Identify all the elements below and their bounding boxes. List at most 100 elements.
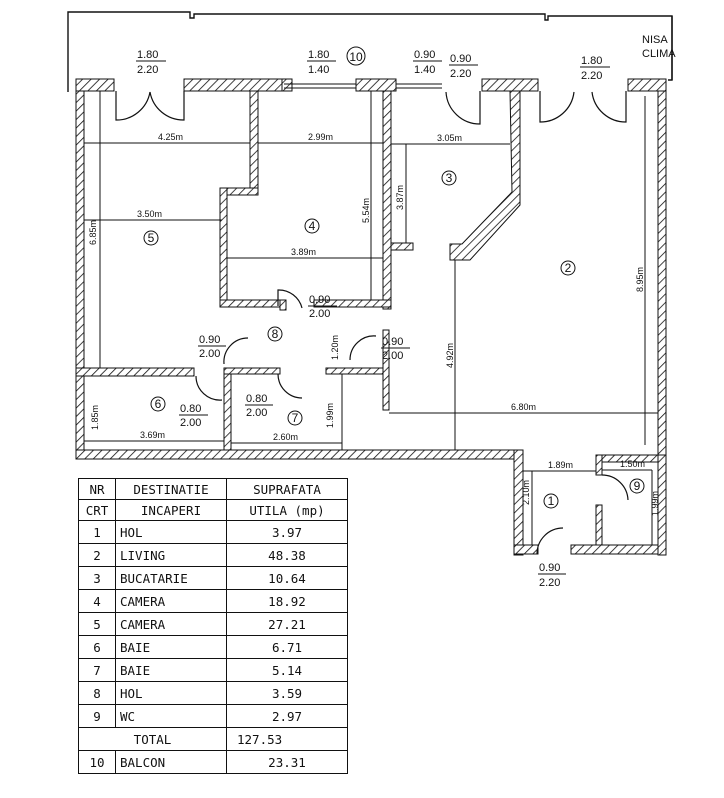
header-area: SUPRAFATA: [226, 478, 348, 500]
dimension-label: 1.20m: [330, 335, 340, 360]
opening-width: 1.80: [137, 49, 158, 61]
row-nr: 1: [78, 520, 116, 544]
dimension-label: 3.05m: [437, 133, 462, 143]
room-number-10: 10: [349, 50, 363, 64]
dimension-label: 4.25m: [158, 132, 183, 142]
opening-width: 0.90: [414, 49, 435, 61]
dimension-labels: 4.25m 2.99m 3.05m 3.87m 5.54m 3.50m 6.85…: [88, 132, 660, 516]
table-header-row: NR DESTINATIE SUPRAFATA: [78, 478, 348, 500]
row-area: 18.92: [226, 589, 348, 613]
opening-height: 2.20: [450, 68, 471, 80]
row-name: BUCATARIE: [115, 566, 227, 590]
header-destination: DESTINATIE: [115, 478, 227, 500]
total-value: 127.53: [226, 727, 348, 751]
opening-height: 2.00: [309, 308, 330, 320]
dimension-label: 2.10m: [521, 480, 531, 505]
row-name: CAMERA: [115, 589, 227, 613]
dimension-label: 4.92m: [445, 343, 455, 368]
balcony-row: 10 BALCON 23.31: [78, 750, 348, 774]
header-crt: CRT: [78, 499, 116, 521]
room-number-6: 6: [155, 397, 162, 411]
opening-height: 2.20: [137, 64, 158, 76]
niche-label: NISA: [642, 34, 668, 46]
room-number-7: 7: [292, 411, 299, 425]
row-nr: 3: [78, 566, 116, 590]
opening-height: 2.00: [382, 350, 403, 362]
opening-width: 0.90: [309, 294, 330, 306]
row-nr: 2: [78, 543, 116, 567]
dimension-label: 1.99m: [650, 491, 660, 516]
walls: [75, 78, 667, 556]
dimension-label: 3.87m: [395, 185, 405, 210]
row-nr: 6: [78, 635, 116, 659]
dimension-label: 1.89m: [548, 460, 573, 470]
opening-width: 0.80: [180, 403, 201, 415]
room-area-table: NR DESTINATIE SUPRAFATA CRT INCAPERI UTI…: [78, 478, 348, 774]
opening-height: 2.20: [539, 577, 560, 589]
dimension-label: 2.99m: [308, 132, 333, 142]
dimension-label: 3.69m: [140, 430, 165, 440]
room-numbers: 10 2 3 4 5 8 6 7 1 9: [148, 50, 641, 508]
room-number-3: 3: [446, 171, 453, 185]
opening-height: 1.40: [414, 64, 435, 76]
row-area: 48.38: [226, 543, 348, 567]
opening-width: 0.90: [539, 562, 560, 574]
dimension-label: 1.99m: [325, 403, 335, 428]
row-name: BAIE: [115, 658, 227, 682]
dimension-label: 3.89m: [291, 247, 316, 257]
opening-height: 1.40: [308, 64, 329, 76]
row-nr: 4: [78, 589, 116, 613]
row-area: 3.59: [226, 681, 348, 705]
row-nr: 9: [78, 704, 116, 728]
row-nr: 8: [78, 681, 116, 705]
opening-width: 0.80: [246, 393, 267, 405]
row-name: LIVING: [115, 543, 227, 567]
dimension-label: 3.50m: [137, 209, 162, 219]
room-number-5: 5: [148, 231, 155, 245]
row-nr: 5: [78, 612, 116, 636]
row-name: BALCON: [115, 750, 227, 774]
row-area: 5.14: [226, 658, 348, 682]
row-area: 3.97: [226, 520, 348, 544]
room-markers: [143, 46, 645, 509]
opening-width: 1.80: [581, 55, 602, 67]
dimension-lines: [84, 91, 658, 545]
dimension-label: 2.60m: [273, 432, 298, 442]
header-rooms: INCAPERI: [115, 499, 227, 521]
dimension-label: 1.85m: [90, 405, 100, 430]
room-number-1: 1: [548, 494, 555, 508]
windows: [284, 83, 442, 89]
dimension-label: 6.85m: [88, 220, 98, 245]
row-name: CAMERA: [115, 612, 227, 636]
opening-labels: 1.80 2.20 1.80 1.40 0.90 1.40 0.90 2.20 …: [136, 49, 610, 589]
dimension-label: 8.95m: [635, 267, 645, 292]
opening-width: 0.90: [450, 53, 471, 65]
table-header-row: CRT INCAPERI UTILA (mp): [78, 499, 348, 521]
total-row: TOTAL 127.53: [78, 727, 348, 751]
total-label: TOTAL: [78, 727, 227, 751]
room-number-8: 8: [272, 327, 279, 341]
opening-width: 0.90: [382, 336, 403, 348]
header-usable-area: UTILA (mp): [226, 499, 348, 521]
room-number-4: 4: [309, 219, 316, 233]
row-area: 6.71: [226, 635, 348, 659]
row-area: 2.97: [226, 704, 348, 728]
dimension-label: 5.54m: [361, 198, 371, 223]
row-area: 27.21: [226, 612, 348, 636]
opening-height: 2.20: [581, 70, 602, 82]
opening-width: 1.80: [308, 49, 329, 61]
dimension-label: 1.50m: [620, 459, 645, 469]
row-name: HOL: [115, 681, 227, 705]
row-name: HOL: [115, 520, 227, 544]
row-area: 10.64: [226, 566, 348, 590]
opening-width: 0.90: [199, 334, 220, 346]
